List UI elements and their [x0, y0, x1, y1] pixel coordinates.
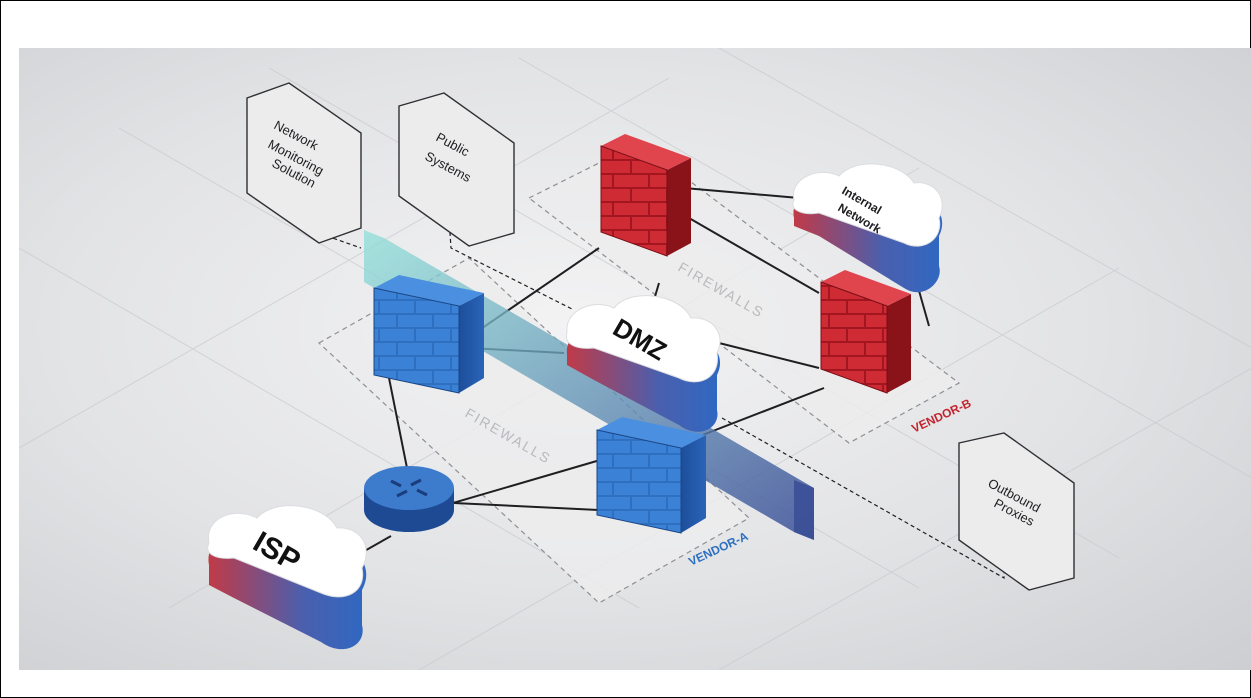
public-systems-label-box: Public Systems	[398, 92, 515, 247]
outbound-proxies-label-box: Outbound Proxies	[958, 432, 1075, 591]
firewall-vendor-b-1	[600, 134, 691, 257]
brick-wall-icon	[596, 429, 682, 534]
firewall-vendor-a-1	[373, 275, 484, 394]
dmz-cloud: DMZ	[565, 295, 721, 432]
monitoring-span-band-edge	[794, 480, 814, 540]
cloud-icon	[565, 295, 721, 383]
brick-wall-icon	[600, 145, 668, 257]
cloud-icon	[792, 163, 943, 247]
cloud-icon	[207, 505, 367, 598]
brick-wall-icon	[373, 287, 460, 394]
router	[364, 466, 454, 532]
internal-network-cloud: Internal Network	[792, 163, 943, 293]
firewall-vendor-a-2	[596, 417, 706, 534]
firewall-vendor-b-2	[820, 270, 911, 394]
router-icon	[364, 466, 454, 510]
network-diagram: Network Monitoring Solution Public Syste…	[19, 48, 1251, 670]
isp-cloud: ISP	[207, 505, 367, 650]
brick-wall-icon	[820, 281, 888, 394]
network-monitoring-label-box: Network Monitoring Solution	[246, 82, 362, 244]
diagram-canvas: Network Monitoring Solution Public Syste…	[19, 48, 1251, 670]
